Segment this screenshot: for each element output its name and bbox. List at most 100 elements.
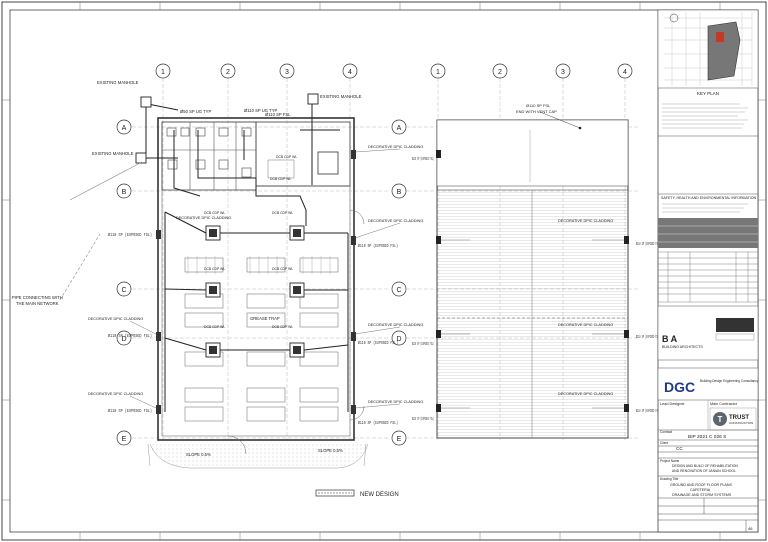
grid-E: E bbox=[122, 436, 127, 443]
client-label: Client bbox=[660, 441, 668, 445]
roof-grid-1: 1 bbox=[436, 69, 440, 76]
svg-text:Ø110 SP (EXPOSED FSL): Ø110 SP (EXPOSED FSL) bbox=[636, 240, 660, 247]
main-contractor-label: Main Contractor bbox=[710, 402, 738, 406]
drawing-title-3: DRAINAGE AND STORM SYSTEMS bbox=[672, 493, 732, 497]
tables-row-1 bbox=[184, 257, 339, 422]
decorative-label-9: DECORATIVE DPIC CLADDING bbox=[558, 323, 613, 327]
svg-text:Ø110 SP (EXPOSED FSL): Ø110 SP (EXPOSED FSL) bbox=[636, 407, 660, 414]
cover-3: DCB CDP WL bbox=[204, 267, 225, 271]
roof-floor-plan: 1 2 3 4 bbox=[406, 63, 640, 440]
key-plan-label: KEY PLAN bbox=[697, 91, 719, 96]
grid-C: C bbox=[121, 287, 126, 294]
label-existing-manhole-1: EXISTING MANHOLE bbox=[97, 80, 139, 85]
cover-2: DCB CDP WL bbox=[272, 211, 293, 215]
label-ground-pipe-1: Ø50 SP UG TYP bbox=[180, 109, 211, 114]
manhole-2 bbox=[135, 152, 147, 164]
grid-E-right: E bbox=[397, 436, 402, 443]
planting-area bbox=[149, 443, 369, 469]
contract-number: BIP 2021 C 026 S bbox=[688, 434, 726, 440]
decorative-label-6: DECORATIVE DPIC CLADDING bbox=[368, 323, 423, 327]
architect-logo: B A bbox=[662, 334, 678, 344]
project-line-2: AND RENOVATION OF JANIAN SCHOOL bbox=[672, 469, 736, 473]
svg-text:Ø110 SP (EXPOSED FSL): Ø110 SP (EXPOSED FSL) bbox=[412, 415, 434, 422]
label-grease-trap: GREASE TRAP bbox=[250, 316, 280, 321]
label-slope-right: SLOPE 0.5% bbox=[318, 448, 343, 453]
drawing-title-1: GROUND AND ROOF FLOOR PLANS bbox=[670, 483, 733, 487]
svg-text:Ø110 SP (EXPOSED FSL): Ø110 SP (EXPOSED FSL) bbox=[358, 419, 398, 426]
drop-pipe-7: Ø110 SP (EXPOSED FSL) bbox=[412, 155, 434, 162]
cover-7: DCB CDP WL bbox=[276, 155, 297, 159]
drop-pipe-10: Ø110 SP (EXPOSED FSL) bbox=[636, 407, 660, 414]
decorative-label-8: DECORATIVE DPIC CLADDING bbox=[558, 219, 613, 223]
label-vent-pipe: Ø110 SP FSL bbox=[265, 112, 291, 117]
building-outline bbox=[157, 117, 355, 441]
grid-B: B bbox=[122, 189, 127, 196]
svg-text:Ø110 SP (EXPOSED FSL): Ø110 SP (EXPOSED FSL) bbox=[358, 339, 398, 346]
grid-A-right: A bbox=[397, 125, 402, 132]
lead-designer-label: Lead Designer bbox=[660, 402, 685, 406]
drop-pipe-8: Ø110 SP (EXPOSED FSL) bbox=[636, 240, 660, 247]
drop-pipe-9: Ø110 SP (EXPOSED FSL) bbox=[636, 333, 660, 340]
legend-new-design: NEW DESIGN bbox=[315, 489, 399, 498]
label-ground-pipe-2: Ø110 SP UG TYP bbox=[244, 108, 277, 113]
svg-text:Ø110 SP (EXPOSED FSL): Ø110 SP (EXPOSED FSL) bbox=[108, 332, 152, 339]
decorative-label-10: DECORATIVE DPIC CLADDING bbox=[558, 392, 613, 396]
manhole-1 bbox=[140, 96, 152, 108]
svg-text:T: T bbox=[718, 415, 723, 424]
trust-logo: TRUST bbox=[729, 415, 749, 421]
client-value: CC bbox=[676, 446, 683, 451]
label-existing-manhole-3: EXISTING MANHOLE bbox=[320, 94, 362, 99]
architect-sub: BUILDING ARCHITECTS bbox=[662, 345, 703, 349]
svg-text:Ø110 SP (EXPOSED FSL): Ø110 SP (EXPOSED FSL) bbox=[412, 155, 434, 162]
drop-pipe-5: Ø110 SP (EXPOSED FSL) bbox=[358, 339, 398, 346]
cover-8: DCB CDP WL bbox=[270, 177, 291, 181]
grid-B-right: B bbox=[397, 189, 402, 196]
decorative-label-2: DECORATIVE DPIC CLADDING bbox=[88, 317, 143, 321]
drawing-title-label: Drawing Title bbox=[660, 477, 679, 481]
cover-5: DCB CDP WL bbox=[204, 325, 225, 329]
safety-section: SAFETY, HEALTH AND ENVIRONMENTAL INFORMA… bbox=[661, 196, 757, 200]
cover-4: DCB CDP WL bbox=[272, 267, 293, 271]
svg-text:Ø110 SP (EXPOSED FSL): Ø110 SP (EXPOSED FSL) bbox=[636, 333, 660, 340]
label-existing-manhole-2: EXISTING MANHOLE bbox=[92, 151, 134, 156]
drop-pipe-1: Ø110 SP (EXPOSED FSL) bbox=[108, 231, 152, 238]
drop-pipe-6: Ø110 SP (EXPOSED FSL) bbox=[358, 419, 398, 426]
decorative-label-4: DECORATIVE DPIC CLADDING bbox=[368, 145, 423, 149]
drawing-title-2: CAFETERIA bbox=[690, 488, 711, 492]
cover-1: DCB CDP WL bbox=[204, 211, 225, 215]
svg-text:NEW DESIGN: NEW DESIGN bbox=[360, 492, 399, 498]
cover-6: DCB CDP WL bbox=[272, 325, 293, 329]
project-label: Project Name bbox=[660, 459, 680, 463]
title-block: KEY PLAN SAFETY, HEALTH AND ENVIRONMENTA… bbox=[657, 9, 759, 533]
grid-D-right: D bbox=[396, 336, 401, 343]
roof-grid-4: 4 bbox=[623, 69, 627, 76]
roof-note-2: END WITH VENT CAP bbox=[516, 109, 557, 114]
label-connect-2: THE MAIN NETWORK bbox=[16, 301, 59, 306]
dgc-logo: DGC bbox=[664, 379, 695, 395]
contract-label: Contract bbox=[660, 430, 672, 434]
sheet-number: 46 bbox=[748, 526, 753, 531]
grid-A: A bbox=[122, 125, 127, 132]
grid-1: 1 bbox=[161, 69, 165, 76]
decorative-label-5: DECORATIVE DPIC CLADDING bbox=[368, 219, 423, 223]
project-line-1: DESIGN AND BUILD OF REHABILITATION bbox=[672, 464, 738, 468]
svg-text:Ø110 SP (EXPOSED FSL): Ø110 SP (EXPOSED FSL) bbox=[412, 340, 434, 347]
decorative-label-1: DECORATIVE DPIC CLADDING bbox=[176, 216, 231, 220]
dgc-sub: Building Design Engineering Consultancy bbox=[700, 379, 759, 383]
roof-grid-3: 3 bbox=[561, 69, 565, 76]
grid-2: 2 bbox=[226, 69, 230, 76]
grid-3: 3 bbox=[285, 69, 289, 76]
manhole-3 bbox=[307, 93, 319, 105]
svg-text:Ø110 SP (EXPOSED FSL): Ø110 SP (EXPOSED FSL) bbox=[108, 407, 152, 414]
roof-note-1: Ø110 SP FSL bbox=[526, 103, 551, 108]
drop-pipe-12: Ø110 SP (EXPOSED FSL) bbox=[412, 415, 434, 422]
grid-4: 4 bbox=[348, 69, 352, 76]
svg-text:Ø110 SP (EXPOSED FSL): Ø110 SP (EXPOSED FSL) bbox=[358, 242, 398, 249]
svg-text:Ø110 SP (EXPOSED FSL): Ø110 SP (EXPOSED FSL) bbox=[108, 231, 152, 238]
decorative-label-3: DECORATIVE DPIC CLADDING bbox=[88, 392, 143, 396]
drop-pipe-4: Ø110 SP (EXPOSED FSL) bbox=[358, 242, 398, 249]
drop-pipe-3: Ø110 SP (EXPOSED FSL) bbox=[108, 407, 152, 414]
grid-D: D bbox=[121, 336, 126, 343]
trust-sub: CONSTRUCTION bbox=[729, 421, 753, 425]
roof-grid-2: 2 bbox=[498, 69, 502, 76]
